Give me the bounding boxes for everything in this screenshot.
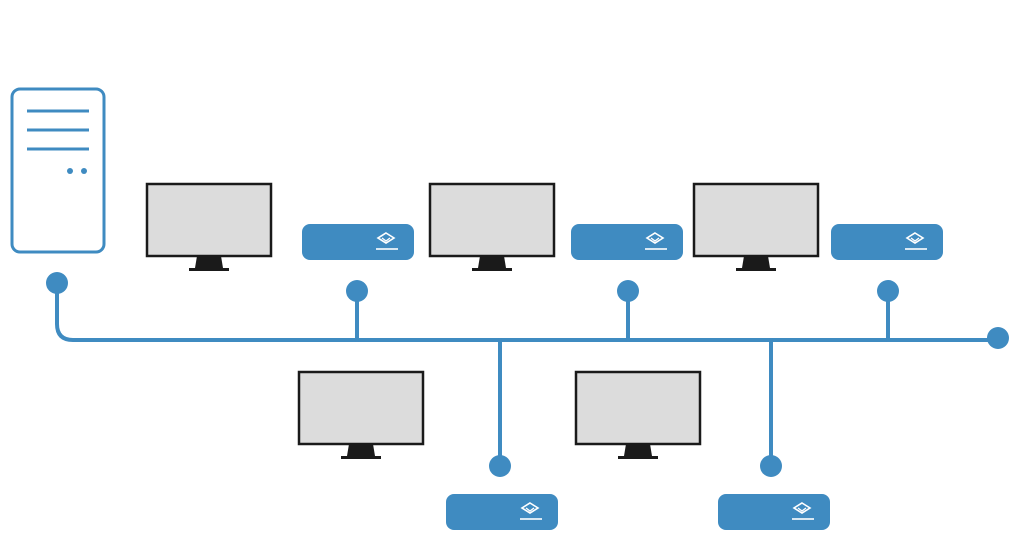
bus-terminator-icon (987, 327, 1009, 349)
monitor-icon (145, 182, 273, 273)
network-bus (55, 281, 1000, 468)
client-connection-dot-1 (346, 280, 368, 302)
thin-client-device-icon (717, 493, 831, 531)
client-connection-dot-2 (617, 280, 639, 302)
thin-client-device-icon (445, 493, 559, 531)
connection-points (46, 272, 1009, 477)
monitor-icon (692, 182, 820, 273)
client-connection-dot-4 (489, 455, 511, 477)
client-connection-dot-5 (760, 455, 782, 477)
monitor-icon (574, 370, 702, 461)
thin-client-device-icon (830, 223, 944, 261)
monitor-icon (428, 182, 556, 273)
client-connection-dot-3 (877, 280, 899, 302)
thin-client-device-icon (301, 223, 415, 261)
monitor-icon (297, 370, 425, 461)
bus-main-line (55, 281, 1000, 342)
server-tower-icon (10, 87, 106, 254)
server-connection-dot (46, 272, 68, 294)
thin-client-device-icon (570, 223, 684, 261)
